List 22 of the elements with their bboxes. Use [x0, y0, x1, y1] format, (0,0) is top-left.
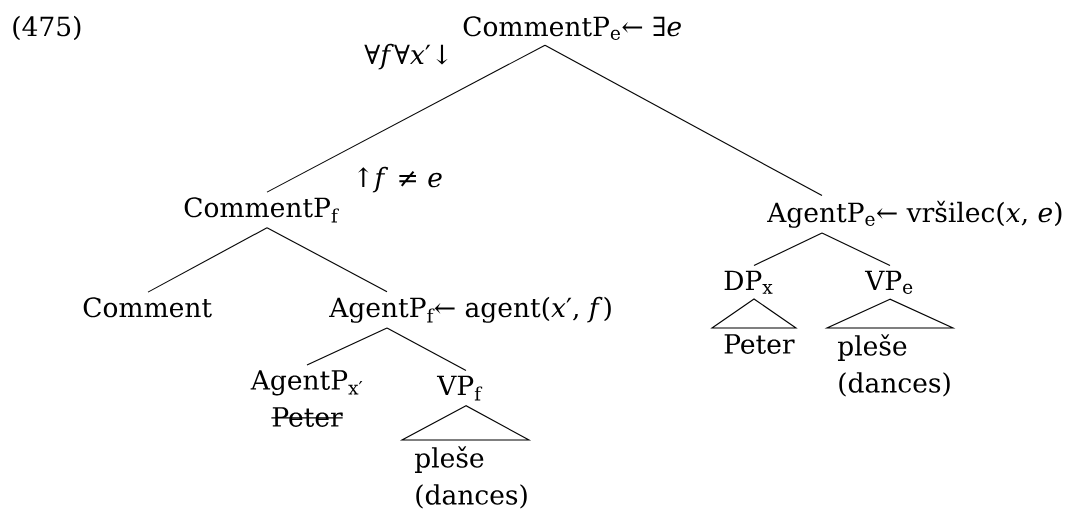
- tree-node-label: AgentP$_{f}$← agent(x′, f): [329, 296, 611, 323]
- branch-line: [147, 227, 268, 293]
- tree-node-label: pleše (dances): [415, 446, 527, 509]
- tree-node-label: Peter: [724, 334, 795, 354]
- tree-node-label: VP$_{f}$: [436, 375, 483, 401]
- branch-line: [306, 327, 388, 366]
- edge-label: ∀f∀x′↓: [364, 43, 448, 70]
- branch-line: [544, 44, 823, 197]
- branch-line: [753, 232, 823, 267]
- branch-line: [386, 327, 467, 372]
- tree-node-label: DP$_{x}$: [724, 270, 773, 294]
- branch-line: [266, 44, 546, 193]
- tree-node-label: CommentP$_{e}$← ∃e: [463, 16, 681, 40]
- branch-line: [821, 232, 891, 267]
- annotation: ↑f ≠ e: [357, 166, 442, 193]
- tree-node-label: pleše (dances): [837, 334, 950, 397]
- example-number: (475): [13, 15, 81, 41]
- tree-node-label: CommentP$_{f}$: [184, 197, 339, 223]
- tree-node-label: VP$_{e}$: [864, 270, 913, 294]
- branch-line: [266, 227, 388, 293]
- tree-node-label: Comment: [83, 297, 212, 318]
- tree-node-label: AgentP$_{e}$← vršilec(x, e): [767, 200, 1062, 228]
